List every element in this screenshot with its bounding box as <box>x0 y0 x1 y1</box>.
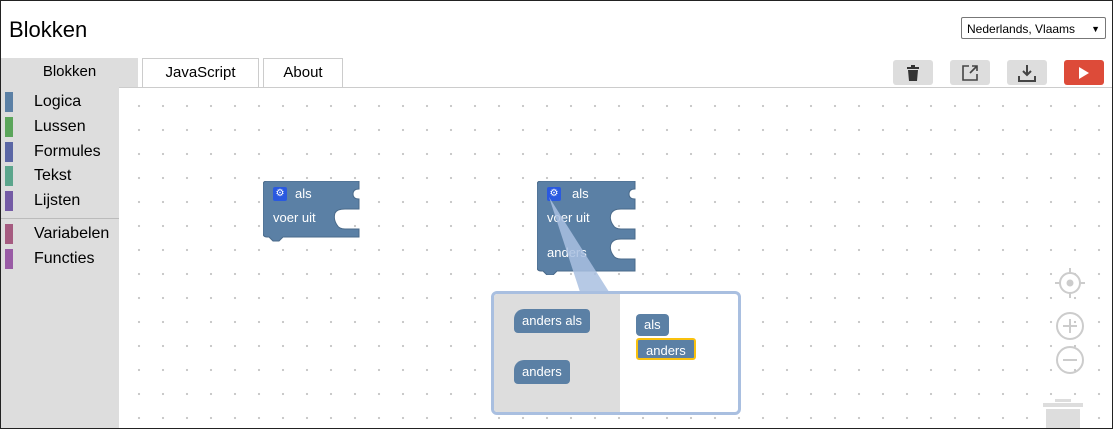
category-color-bar <box>5 166 13 186</box>
tab-javascript[interactable]: JavaScript <box>142 58 259 88</box>
else-option-block[interactable]: anders <box>514 360 570 384</box>
category-variabelen[interactable]: Variabelen <box>1 222 119 246</box>
language-select[interactable]: Nederlands, Vlaams ▼ <box>961 17 1106 39</box>
category-logica[interactable]: Logica <box>1 90 119 114</box>
if-label: als <box>572 186 589 201</box>
mutator-flyout: anders als anders <box>494 294 620 412</box>
trash-icon <box>907 64 919 81</box>
zoom-out-icon[interactable] <box>1055 345 1085 375</box>
tab-divider <box>119 87 1112 88</box>
category-color-bar <box>5 92 13 112</box>
toolbox: Logica Lussen Formules Tekst Lijsten Var… <box>1 88 119 428</box>
mutator-gear-icon[interactable]: ⚙ <box>273 187 287 201</box>
open-code-button[interactable] <box>950 60 990 85</box>
trashcan-icon[interactable] <box>1041 399 1085 429</box>
zoom-in-icon[interactable] <box>1055 311 1085 341</box>
if-else-block-shape <box>537 181 636 275</box>
category-label: Lussen <box>34 118 86 135</box>
tab-blokken[interactable]: Blokken <box>1 58 138 88</box>
category-label: Logica <box>34 93 82 110</box>
external-link-icon <box>962 64 978 81</box>
category-formules[interactable]: Formules <box>1 140 119 164</box>
mutator-bubble[interactable]: anders als anders als anders <box>491 291 741 415</box>
do-label: voer uit <box>273 210 316 225</box>
center-icon[interactable] <box>1055 268 1085 298</box>
category-color-bar <box>5 249 13 269</box>
category-color-bar <box>5 191 13 211</box>
else-if-option-block[interactable]: anders als <box>514 309 590 333</box>
category-label: Tekst <box>34 167 72 184</box>
category-label: Lijsten <box>34 192 81 209</box>
category-color-bar <box>5 142 13 162</box>
if-block-shape <box>263 181 360 242</box>
play-icon <box>1079 66 1089 79</box>
language-select-value: Nederlands, Vlaams <box>967 22 1076 36</box>
if-label: als <box>295 186 312 201</box>
page-title: Blokken <box>9 17 88 42</box>
tab-about[interactable]: About <box>263 58 343 88</box>
run-button[interactable] <box>1064 60 1104 85</box>
download-icon <box>1018 64 1036 82</box>
mutator-else-block[interactable]: anders <box>636 338 696 360</box>
trash-button[interactable] <box>893 60 933 85</box>
category-tekst[interactable]: Tekst <box>1 164 119 188</box>
category-label: Functies <box>34 250 95 267</box>
download-button[interactable] <box>1007 60 1047 85</box>
category-color-bar <box>5 224 13 244</box>
category-label: Variabelen <box>34 225 110 242</box>
category-lussen[interactable]: Lussen <box>1 115 119 139</box>
mutator-bubble-tail <box>549 197 611 295</box>
chevron-down-icon: ▼ <box>1091 24 1100 34</box>
mutator-gear-icon[interactable]: ⚙ <box>547 187 561 201</box>
category-label: Formules <box>34 143 101 160</box>
toolbox-separator <box>1 218 119 219</box>
category-functies[interactable]: Functies <box>1 247 119 271</box>
category-lijsten[interactable]: Lijsten <box>1 189 119 213</box>
if-block[interactable]: ⚙ als voer uit <box>263 181 363 243</box>
mutator-if-block[interactable]: als <box>636 314 669 336</box>
if-else-block[interactable]: ⚙ als voer uit anders <box>537 181 637 275</box>
category-color-bar <box>5 117 13 137</box>
